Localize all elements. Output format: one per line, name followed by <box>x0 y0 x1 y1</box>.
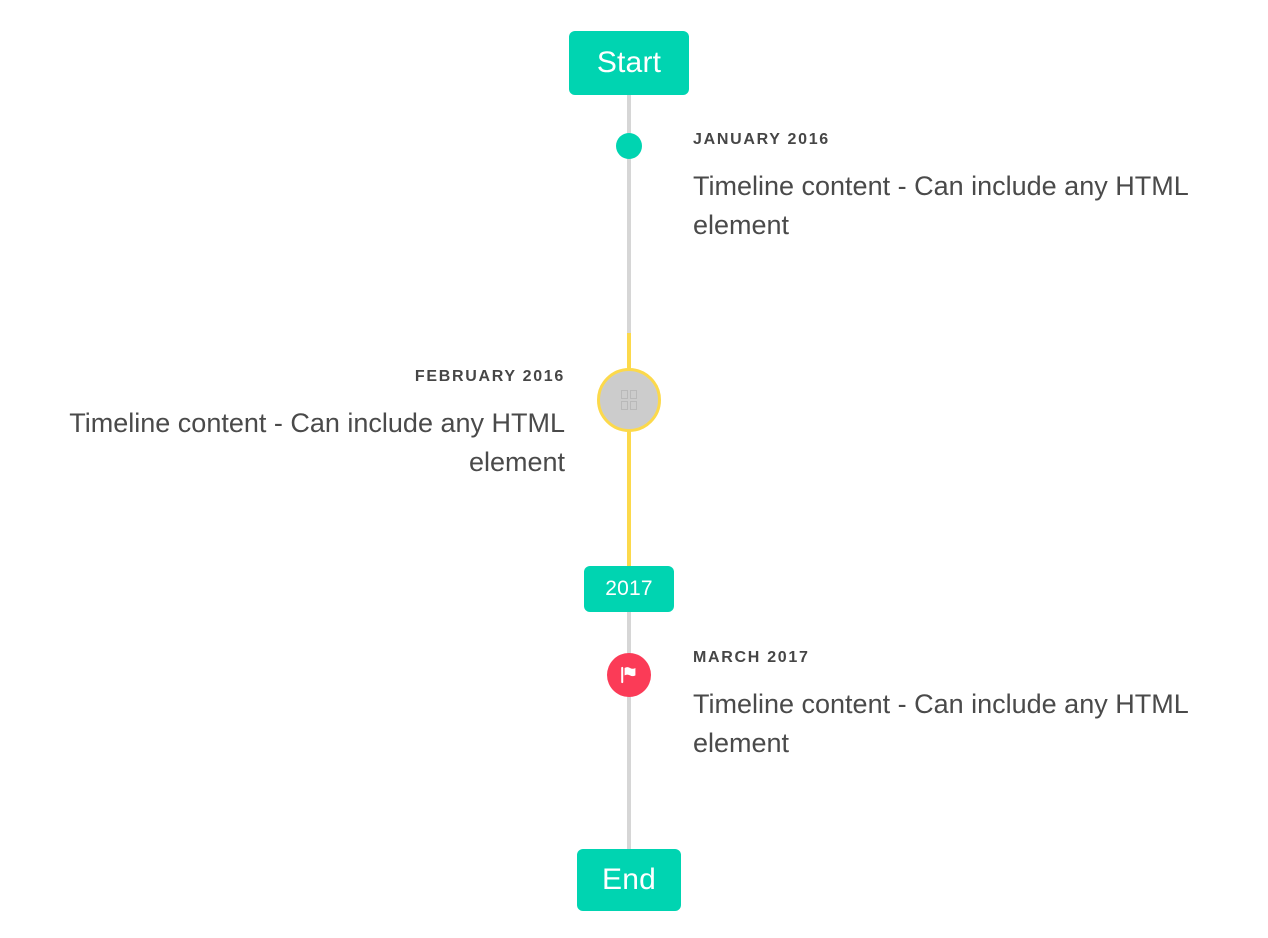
timeline-event-date: FEBRUARY 2016 <box>414 368 565 385</box>
timeline-event-date: JANUARY 2016 <box>693 131 830 148</box>
timeline-event-content: FEBRUARY 2016 Timeline content - Can inc… <box>40 368 565 482</box>
timeline-event-content: MARCH 2017 Timeline content - Can includ… <box>693 649 1216 763</box>
timeline-start-badge[interactable]: Start <box>569 31 689 95</box>
timeline-event-body: Timeline content - Can include any HTML … <box>69 407 565 477</box>
missing-glyph-icon <box>621 390 637 410</box>
timeline-axis-segment-highlight <box>627 333 631 575</box>
timeline-axis-segment-bottom <box>627 608 631 853</box>
timeline-end-badge[interactable]: End <box>577 849 681 911</box>
timeline-year-badge[interactable]: 2017 <box>584 566 674 612</box>
timeline-axis-segment-top <box>627 90 631 335</box>
timeline-event-body: Timeline content - Can include any HTML … <box>693 170 1188 240</box>
flag-icon[interactable] <box>607 653 651 697</box>
timeline-event-date: MARCH 2017 <box>693 649 810 666</box>
dot-icon[interactable] <box>616 133 642 159</box>
timeline-event-content: JANUARY 2016 Timeline content - Can incl… <box>693 131 1216 245</box>
timeline-event-body: Timeline content - Can include any HTML … <box>693 688 1188 758</box>
pending-icon[interactable] <box>597 368 661 432</box>
